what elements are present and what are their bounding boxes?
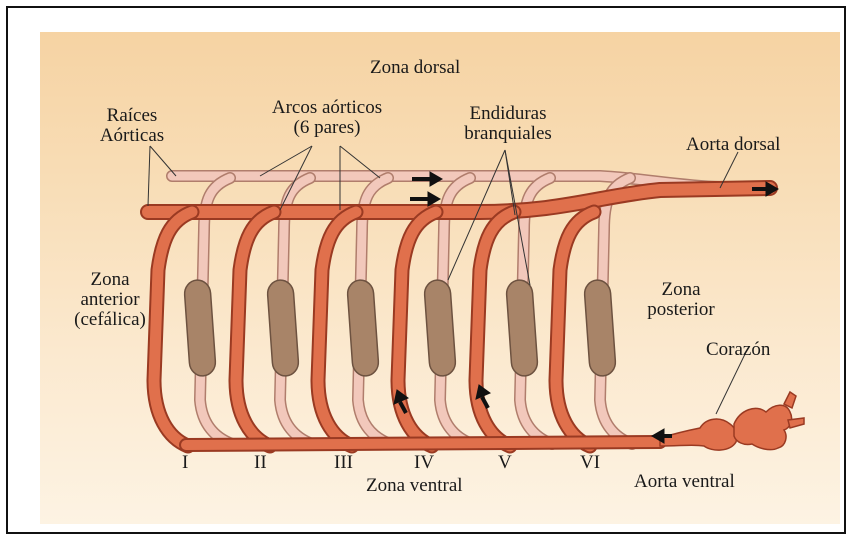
label-raices-aorticas: Raíces Aórticas — [92, 106, 172, 146]
gill-cleft-4 — [424, 279, 457, 377]
arch-number-2: II — [254, 452, 267, 474]
arch-number-4: IV — [414, 452, 434, 474]
gill-cleft-2 — [267, 279, 300, 377]
arch-number-6: VI — [580, 452, 600, 474]
label-zona-ventral: Zona ventral — [366, 476, 463, 496]
gill-cleft-5 — [506, 279, 539, 377]
gill-cleft-3 — [347, 279, 380, 377]
gill-cleft-1 — [184, 279, 217, 377]
gill-cleft-6 — [584, 279, 617, 377]
label-aorta-dorsal: Aorta dorsal — [686, 135, 780, 155]
arch-number-5: V — [498, 452, 512, 474]
arch-number-1: I — [182, 452, 188, 474]
heart — [660, 392, 804, 450]
aortic-arch-2 — [236, 212, 274, 446]
arch-number-3: III — [334, 452, 353, 474]
label-zona-dorsal: Zona dorsal — [370, 58, 460, 78]
label-zona-anterior: Zona anterior (cefálica) — [62, 270, 158, 330]
label-aorta-ventral: Aorta ventral — [634, 472, 735, 492]
label-zona-posterior: Zona posterior — [636, 280, 726, 320]
arrow-dorsal-2 — [410, 192, 440, 206]
label-corazon: Corazón — [706, 340, 770, 360]
label-arcos-aorticos: Arcos aórticos (6 pares) — [262, 98, 392, 138]
label-endiduras-branquiales: Endiduras branquiales — [456, 104, 560, 144]
